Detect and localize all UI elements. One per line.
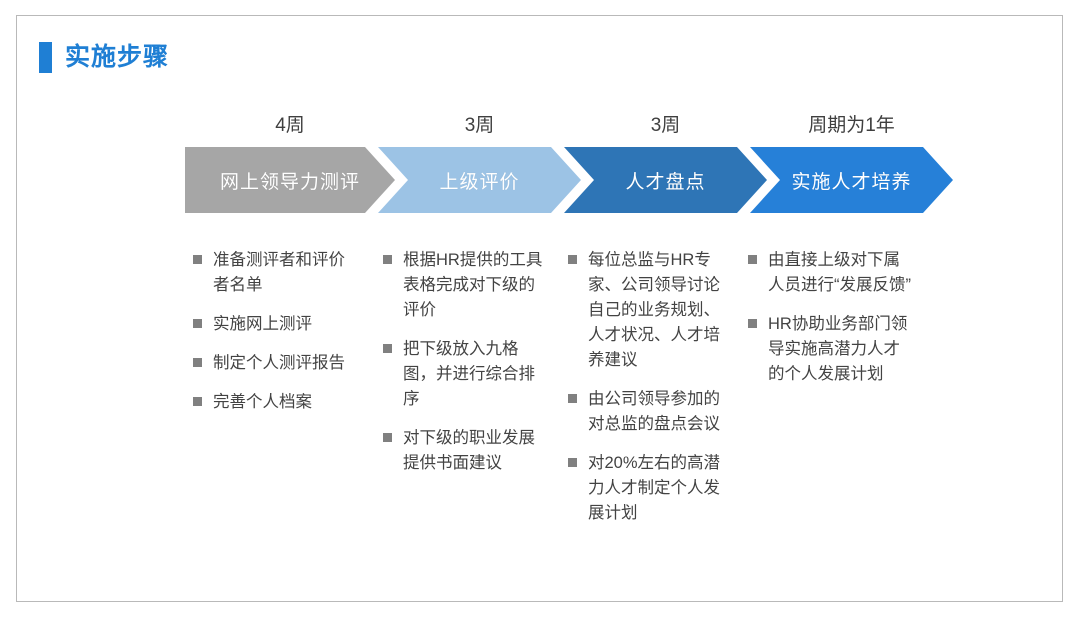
chevron-label-1: 网上领导力测评 bbox=[219, 171, 360, 193]
bullet-square-icon bbox=[748, 255, 757, 264]
list-item-text: 对下级的职业发展提供书面建议 bbox=[403, 429, 535, 472]
list-item: 由公司领导参加的对总监的盘点会议 bbox=[568, 387, 728, 437]
bullet-column-1: 准备测评者和评价者名单 实施网上测评 制定个人测评报告 完善个人档案 bbox=[193, 248, 358, 429]
list-item-text: 对20%左右的高潜力人才制定个人发展计划 bbox=[588, 454, 721, 522]
list-item: 制定个人测评报告 bbox=[193, 351, 358, 376]
bullet-column-4: 由直接上级对下属人员进行“发展反馈” HR协助业务部门领导实施高潜力人才的个人发… bbox=[748, 248, 916, 401]
bullet-square-icon bbox=[193, 255, 202, 264]
chevron-label-4: 实施人才培养 bbox=[791, 171, 912, 193]
bullet-square-icon bbox=[748, 319, 757, 328]
chevron-3[interactable]: 人才盘点 bbox=[564, 147, 767, 213]
list-item: 实施网上测评 bbox=[193, 312, 358, 337]
list-item: 每位总监与HR专家、公司领导讨论自己的业务规划、人才状况、人才培养建议 bbox=[568, 248, 728, 373]
process-step-4[interactable]: 周期为1年 实施人才培养 bbox=[750, 115, 953, 213]
list-item: 对下级的职业发展提供书面建议 bbox=[383, 426, 543, 476]
chevron-shape-3 bbox=[564, 147, 767, 213]
list-item-text: 每位总监与HR专家、公司领导讨论自己的业务规划、人才状况、人才培养建议 bbox=[588, 251, 720, 369]
step-duration-1: 4周 bbox=[275, 115, 305, 136]
chevron-label-2: 上级评价 bbox=[439, 171, 520, 193]
process-step-3[interactable]: 3周 人才盘点 bbox=[564, 115, 767, 213]
process-flow: 4周 网上领导力测评 3周 上级评价 3周 人才盘点 周期为1年 bbox=[17, 16, 1062, 601]
page-title: 实施步骤 bbox=[39, 42, 169, 73]
chevron-label-3: 人才盘点 bbox=[625, 171, 706, 193]
page-title-text: 实施步骤 bbox=[65, 43, 170, 71]
list-item-text: 制定个人测评报告 bbox=[213, 354, 345, 372]
bullet-column-3: 每位总监与HR专家、公司领导讨论自己的业务规划、人才状况、人才培养建议 由公司领… bbox=[568, 248, 728, 540]
title-accent-bar bbox=[39, 42, 52, 73]
chevron-shape-1 bbox=[185, 147, 395, 213]
list-item-text: 把下级放入九格图，并进行综合排序 bbox=[403, 340, 535, 408]
process-step-2[interactable]: 3周 上级评价 bbox=[378, 115, 581, 213]
bullet-square-icon bbox=[193, 358, 202, 367]
chevron-4[interactable]: 实施人才培养 bbox=[750, 147, 953, 213]
list-item-text: 完善个人档案 bbox=[213, 393, 312, 411]
slide-card: 实施步骤 4周 网上领导力测评 3周 上级评价 3周 人才盘点 bbox=[16, 15, 1063, 602]
bullet-square-icon bbox=[568, 458, 577, 467]
bullet-square-icon bbox=[568, 394, 577, 403]
list-item: 准备测评者和评价者名单 bbox=[193, 248, 358, 298]
list-item: 完善个人档案 bbox=[193, 390, 358, 415]
step-duration-4: 周期为1年 bbox=[808, 115, 895, 136]
chevron-shape-2 bbox=[378, 147, 581, 213]
list-item: HR协助业务部门领导实施高潜力人才的个人发展计划 bbox=[748, 312, 916, 387]
chevron-shape-4 bbox=[750, 147, 953, 213]
list-item-text: 由公司领导参加的对总监的盘点会议 bbox=[588, 390, 720, 433]
chevron-2[interactable]: 上级评价 bbox=[378, 147, 581, 213]
bullet-square-icon bbox=[193, 319, 202, 328]
list-item-text: 根据HR提供的工具表格完成对下级的评价 bbox=[403, 251, 543, 319]
process-step-1[interactable]: 4周 网上领导力测评 bbox=[185, 115, 395, 213]
list-item: 根据HR提供的工具表格完成对下级的评价 bbox=[383, 248, 543, 323]
bullet-square-icon bbox=[383, 344, 392, 353]
bullet-square-icon bbox=[568, 255, 577, 264]
list-item-text: HR协助业务部门领导实施高潜力人才的个人发展计划 bbox=[768, 315, 908, 383]
list-item: 把下级放入九格图，并进行综合排序 bbox=[383, 337, 543, 412]
list-item: 对20%左右的高潜力人才制定个人发展计划 bbox=[568, 451, 728, 526]
bullet-square-icon bbox=[383, 255, 392, 264]
bullet-square-icon bbox=[383, 433, 392, 442]
step-duration-2: 3周 bbox=[464, 115, 495, 136]
list-item-text: 准备测评者和评价者名单 bbox=[213, 251, 345, 294]
chevron-1[interactable]: 网上领导力测评 bbox=[185, 147, 395, 213]
list-item: 由直接上级对下属人员进行“发展反馈” bbox=[748, 248, 916, 298]
bullet-square-icon bbox=[193, 397, 202, 406]
list-item-text: 实施网上测评 bbox=[213, 315, 312, 333]
step-duration-3: 3周 bbox=[650, 115, 681, 136]
list-item-text: 由直接上级对下属人员进行“发展反馈” bbox=[768, 251, 911, 294]
bullet-column-2: 根据HR提供的工具表格完成对下级的评价 把下级放入九格图，并进行综合排序 对下级… bbox=[383, 248, 543, 490]
